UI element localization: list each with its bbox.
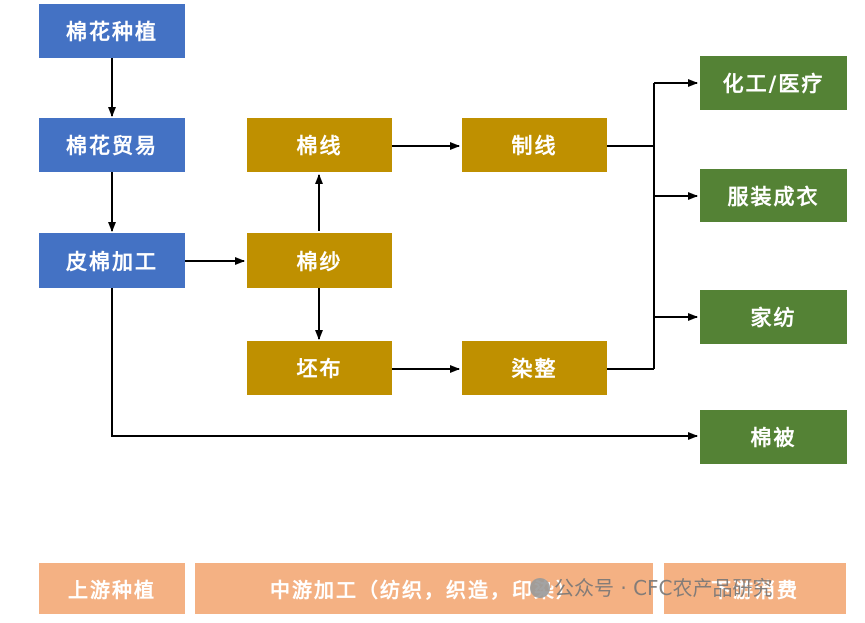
node-home-textile: 家纺 [700,290,847,344]
arrow-ginning-to-quilt [111,288,698,440]
node-cotton-yarn: 棉纱 [247,233,392,288]
watermark: 公众号 · CFC农产品研究 [530,572,773,601]
node-quilt: 棉被 [700,410,847,464]
node-grey-fabric: 坯布 [247,341,392,395]
node-cotton-thread: 棉线 [247,118,392,172]
node-cotton-trade: 棉花贸易 [39,118,185,172]
node-dyeing-finishing: 染整 [462,341,607,395]
watermark-text: 公众号 · CFC农产品研究 [554,576,773,600]
node-sewing-thread: 制线 [462,118,607,172]
node-apparel: 服装成衣 [700,169,847,222]
band-midstream: 中游加工（纺织，织造，印染） [195,563,653,614]
node-ginning: 皮棉加工 [39,233,185,288]
wechat-logo-icon [530,578,550,598]
band-downstream: 下游消费 [664,563,846,614]
node-cotton-planting: 棉花种植 [39,4,185,58]
band-upstream: 上游种植 [39,563,185,614]
node-chemical-medical: 化工/医疗 [700,56,847,110]
